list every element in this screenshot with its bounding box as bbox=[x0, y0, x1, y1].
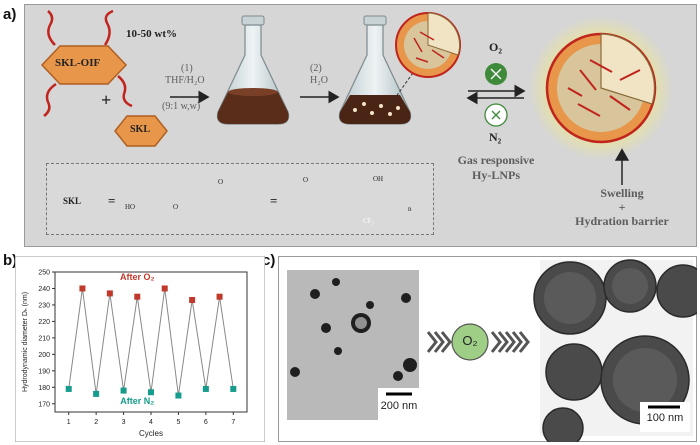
x-tick-label: 1 bbox=[67, 419, 71, 426]
o2-circle-icon bbox=[451, 323, 489, 361]
diameter-chart: 1 2 3 4 5 6 7 170 180 190 200 210 220 230 240 250Cycles… bbox=[15, 256, 265, 442]
hy-lnps-label: Hy-LNPs bbox=[472, 168, 520, 182]
flask-empty-icon bbox=[216, 15, 290, 125]
skl-hexagon bbox=[114, 115, 168, 147]
x-tick-label: 6 bbox=[204, 419, 208, 426]
chem-o-label-3: O bbox=[218, 178, 224, 186]
chem-ho-label: HO bbox=[125, 203, 136, 211]
legend-skl-label: SKL bbox=[63, 196, 82, 206]
step1-solvent: THF/H₂O bbox=[165, 75, 205, 86]
cf3-label: CF₃ bbox=[363, 217, 375, 225]
o2-label: O₂ bbox=[489, 40, 502, 54]
y-tick-label: 190 bbox=[38, 368, 50, 375]
scale-label-right: 100 nm bbox=[646, 412, 684, 424]
x-tick-label: 5 bbox=[176, 419, 180, 426]
swelling-label: Swelling bbox=[600, 186, 644, 200]
y-tick-label: 200 bbox=[38, 352, 50, 359]
small-nanoparticle-icon bbox=[395, 12, 461, 78]
chem-o-label-2: O bbox=[173, 203, 179, 211]
panel-label-c: c) bbox=[262, 252, 276, 269]
data-point bbox=[148, 389, 154, 396]
swelling-plus: + bbox=[618, 200, 626, 214]
scale-label-left: 200 nm bbox=[380, 400, 418, 412]
x-tick-label: 3 bbox=[122, 419, 126, 426]
swollen-nanoparticle-icon bbox=[529, 16, 673, 160]
step1-ratio: (9:1 w,w) bbox=[162, 101, 201, 112]
data-point bbox=[79, 285, 86, 292]
plus-sign: + bbox=[101, 90, 112, 110]
data-point bbox=[161, 285, 168, 292]
gas-responsive-label: Gas responsive bbox=[457, 153, 535, 167]
flask-particles-icon bbox=[338, 15, 416, 125]
data-point bbox=[189, 297, 196, 303]
step2-number: (2) bbox=[310, 63, 322, 74]
data-point bbox=[134, 293, 141, 300]
data-point bbox=[120, 387, 127, 394]
y-tick-label: 180 bbox=[38, 385, 50, 392]
chem-n-label: n bbox=[408, 205, 412, 213]
x-axis-label: Cycles bbox=[139, 429, 163, 438]
n2-label: N₂ bbox=[489, 130, 502, 144]
chevron-arrows-left bbox=[426, 331, 452, 353]
chem-oh-label: OH bbox=[373, 175, 384, 183]
o2-circle-label: O₂ bbox=[462, 333, 478, 348]
step1-number: (1) bbox=[181, 63, 193, 74]
x-tick-label: 2 bbox=[94, 419, 98, 426]
y-tick-label: 220 bbox=[38, 319, 50, 326]
skl-label: SKL bbox=[130, 124, 151, 135]
chem-o-label: O bbox=[303, 176, 309, 184]
data-point bbox=[230, 385, 237, 392]
annotation-after-o2: After O₂ bbox=[120, 272, 155, 282]
data-point bbox=[93, 390, 100, 397]
y-tick-label: 170 bbox=[38, 401, 50, 408]
legend-equals-2: = bbox=[270, 193, 278, 208]
y-axis-label: Hydrodynamic diameter Dₕ (nm) bbox=[22, 292, 29, 392]
y-tick-label: 210 bbox=[38, 335, 50, 342]
data-point bbox=[216, 293, 223, 300]
wt-label: 10-50 wt% bbox=[126, 28, 178, 40]
y-tick-label: 250 bbox=[38, 270, 50, 277]
x-tick-label: 4 bbox=[149, 419, 153, 426]
y-tick-label: 240 bbox=[38, 286, 50, 293]
data-point bbox=[202, 385, 209, 392]
legend-equals-1: = bbox=[108, 193, 116, 208]
panel-label-a: a) bbox=[3, 6, 17, 23]
data-point bbox=[65, 385, 72, 392]
skl-oif-hexagon bbox=[40, 9, 133, 117]
skl-oif-label: SKL-OIF bbox=[55, 57, 101, 69]
data-point bbox=[106, 290, 113, 297]
legend-box bbox=[46, 163, 434, 235]
tem-graphics bbox=[287, 259, 697, 442]
hydration-barrier-label: Hydration barrier bbox=[575, 214, 669, 228]
panel-label-b: b) bbox=[3, 252, 18, 269]
y-tick-label: 230 bbox=[38, 302, 50, 309]
chevron-arrows-right bbox=[490, 331, 530, 353]
data-point bbox=[175, 392, 182, 399]
step2-solvent: H₂O bbox=[310, 75, 328, 86]
annotation-after-n2: After N₂ bbox=[120, 396, 154, 406]
x-tick-label: 7 bbox=[231, 419, 235, 426]
